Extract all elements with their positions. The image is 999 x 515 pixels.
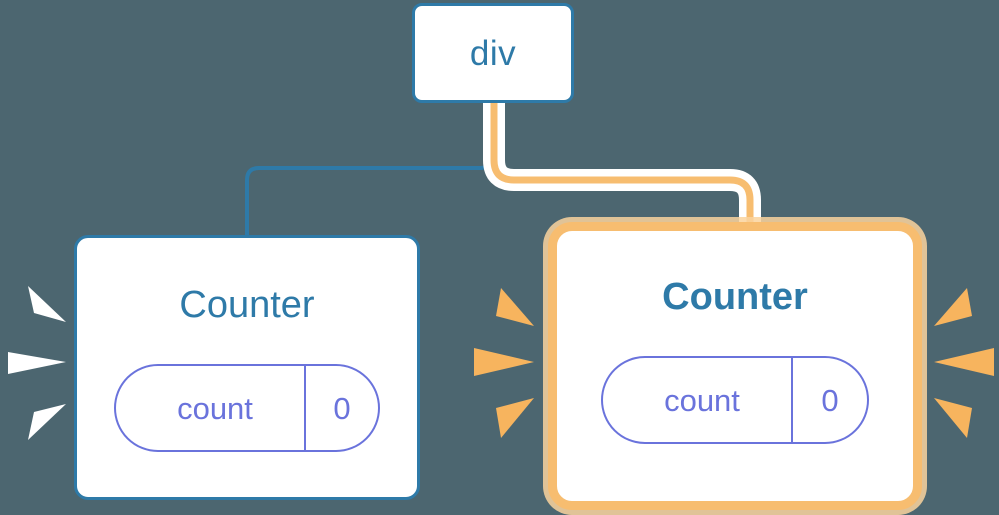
node-counter-right-body: Counter count 0 (557, 231, 913, 501)
node-div-label: div (469, 33, 517, 73)
state-pill-key: count (177, 390, 253, 426)
node-counter-left[interactable]: Counter count 0 (74, 235, 420, 500)
node-counter-right[interactable]: Counter count 0 (548, 222, 922, 510)
state-pill-counter-right[interactable]: count 0 (601, 356, 869, 444)
edge-div-to-right-counter-halo (483, 103, 761, 232)
sparkle-rays-right-card-left (474, 288, 534, 438)
node-counter-left-body: Counter count 0 (77, 238, 417, 497)
node-counter-right-title: Counter (662, 276, 808, 318)
state-pill-value: 0 (791, 358, 867, 442)
sparkle-rays-left-outer (8, 286, 66, 440)
node-counter-left-title: Counter (179, 284, 315, 326)
sparkle-rays-right-card-right (934, 288, 994, 438)
state-pill-counter-left[interactable]: count 0 (114, 364, 380, 452)
edge-div-to-left-counter (245, 101, 494, 239)
node-div[interactable]: div (412, 3, 574, 103)
state-pill-value: 0 (304, 366, 378, 450)
edge-div-to-right-counter (490, 103, 754, 232)
state-pill-key: count (664, 382, 740, 418)
